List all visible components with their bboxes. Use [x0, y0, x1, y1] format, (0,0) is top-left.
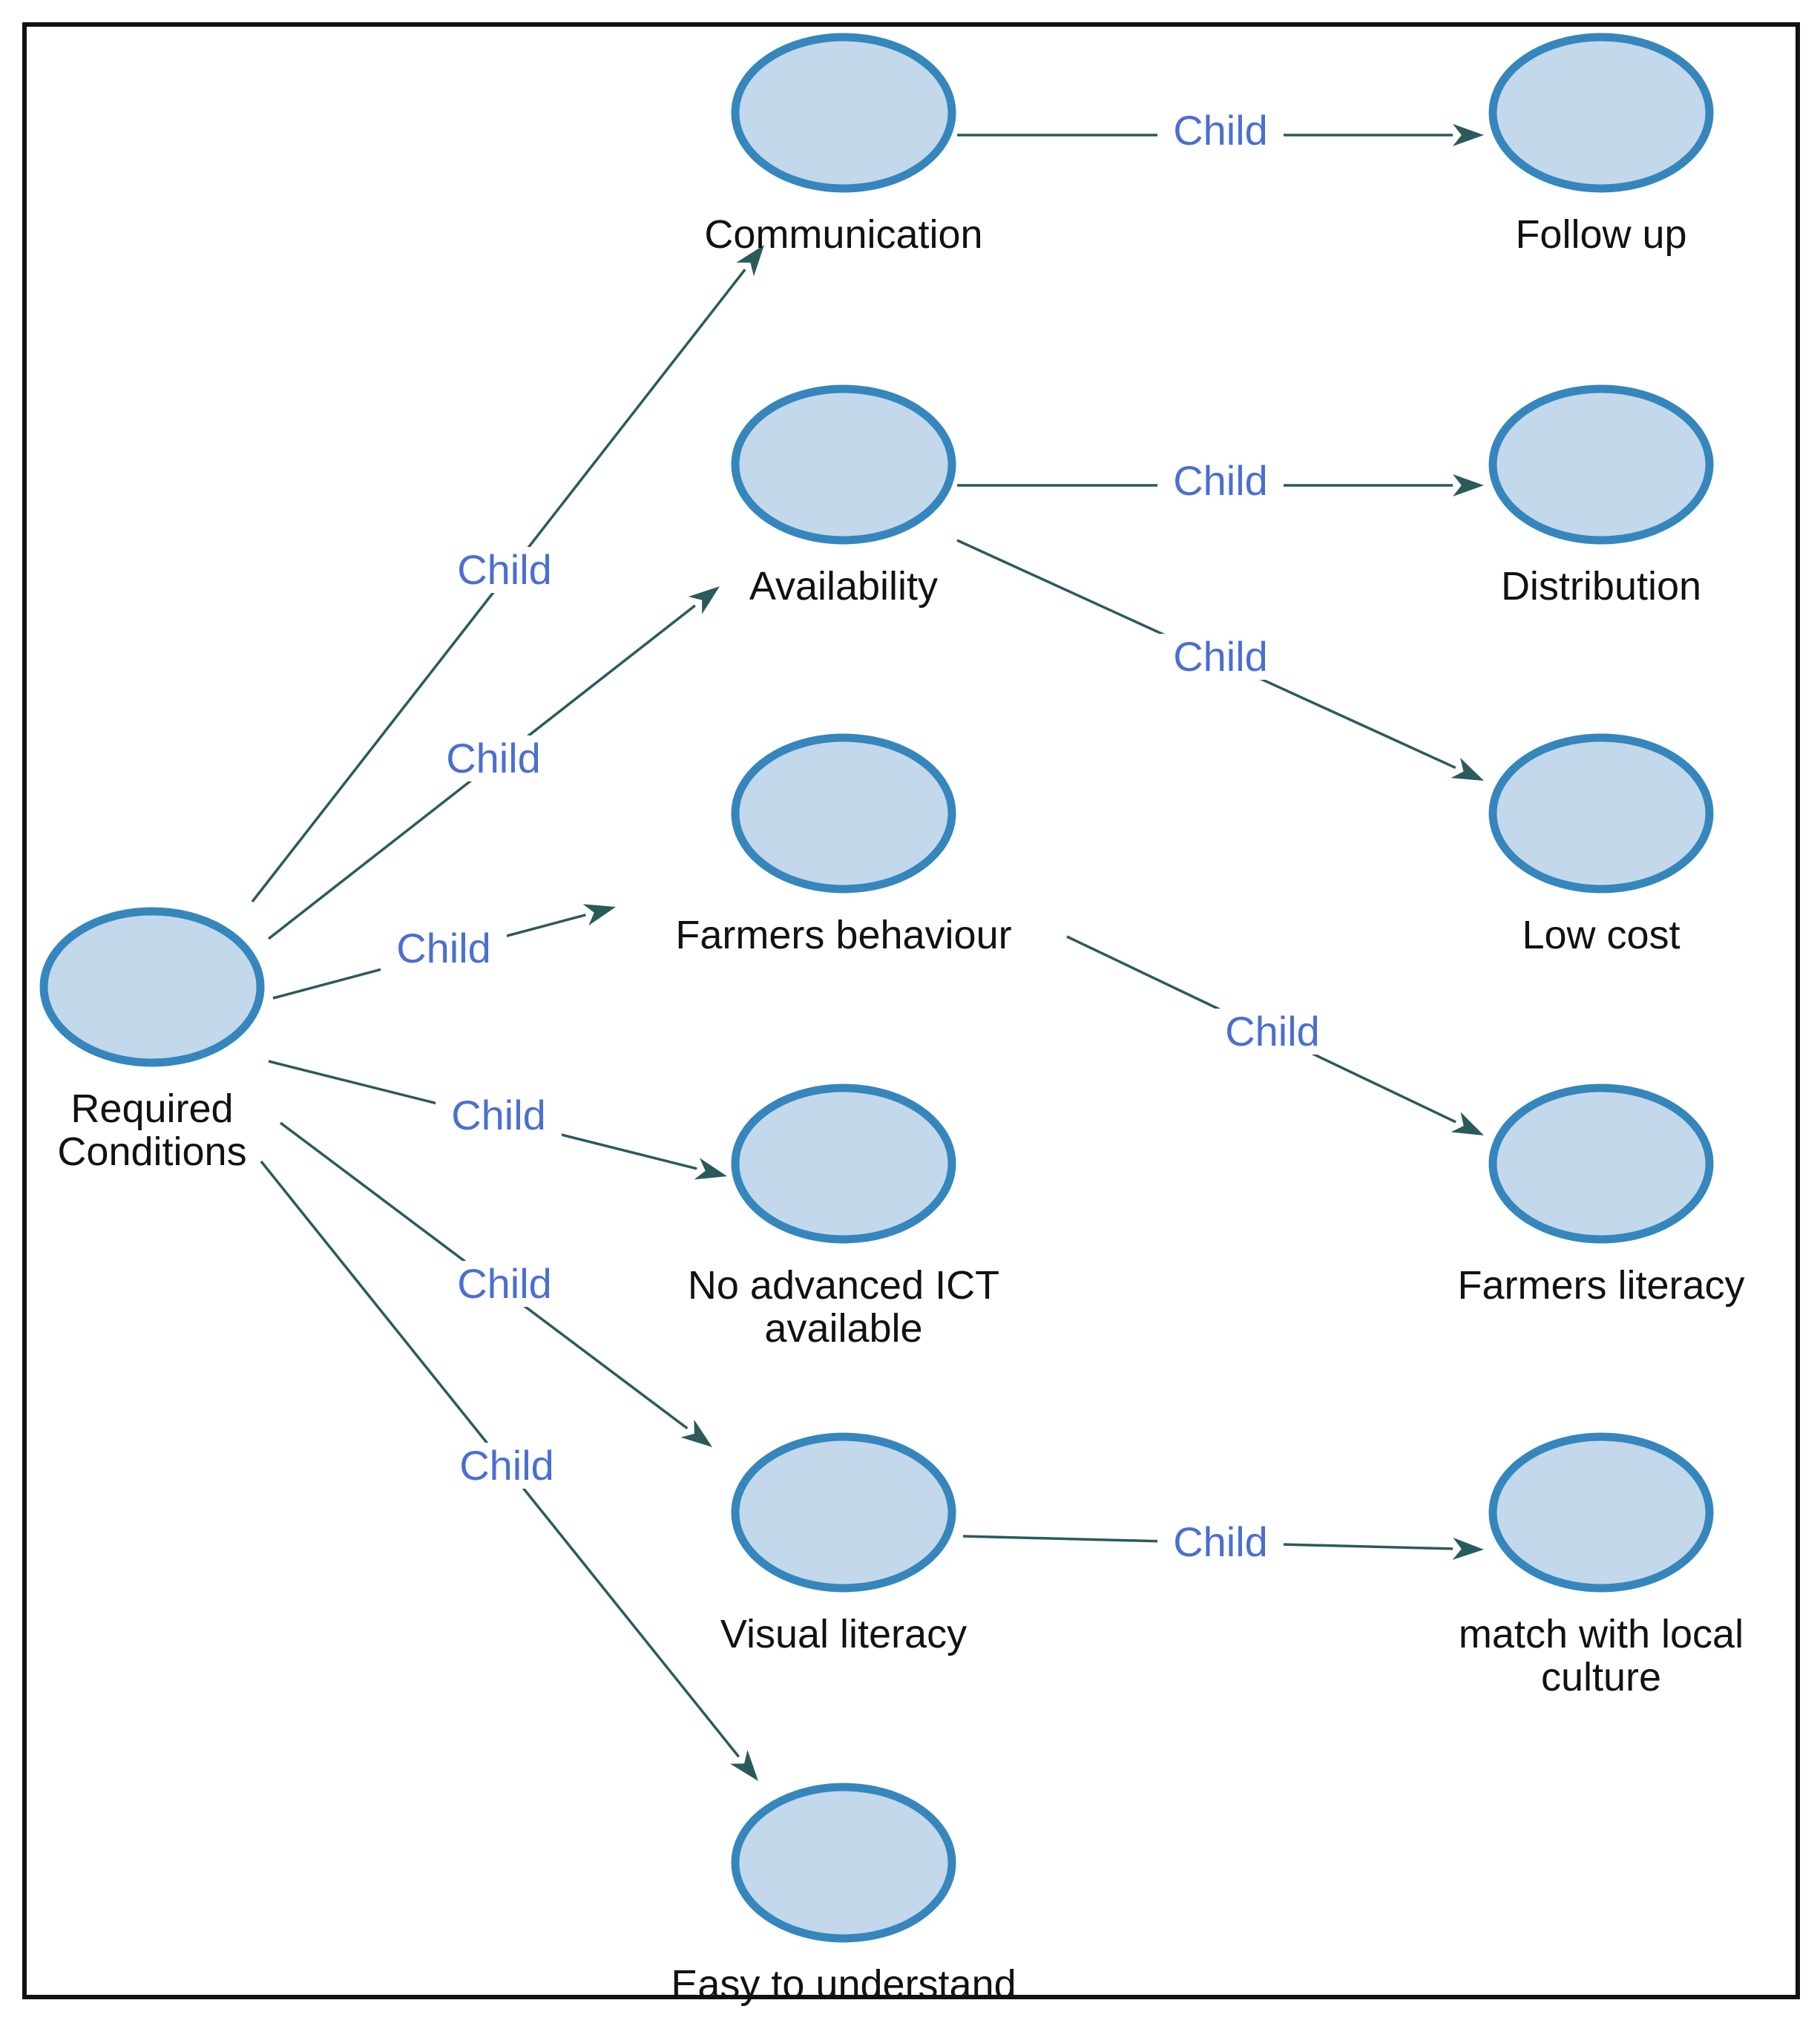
node-label: Communication	[704, 212, 982, 257]
edge-label: Child	[396, 925, 491, 971]
node-label: Distribution	[1501, 564, 1701, 609]
node-visual-literacy[interactable]: Visual literacy	[720, 1432, 967, 1656]
edge-visual_literacy-to-local_culture: Child	[962, 1518, 1484, 1565]
node-communication[interactable]: Communication	[704, 33, 983, 257]
edge-label-background	[441, 1261, 568, 1307]
arrowhead-icon	[730, 1749, 758, 1781]
edge-communication-to-follow_up: Child	[957, 107, 1484, 154]
edge-label: Child	[457, 1260, 552, 1307]
node-label: Required	[70, 1086, 233, 1131]
node-label: Farmers behaviour	[675, 913, 1011, 957]
node-label: match with local	[1459, 1612, 1744, 1656]
edge-label: Child	[1173, 457, 1268, 504]
node-circle[interactable]	[731, 733, 956, 894]
edge-label-background	[1157, 634, 1284, 680]
node-label: Conditions	[57, 1130, 246, 1174]
node-circle[interactable]	[731, 33, 956, 193]
node-circle[interactable]	[1488, 1432, 1714, 1593]
edge-label-background	[1157, 108, 1284, 154]
node-label: Farmers literacy	[1457, 1263, 1744, 1308]
node-label: available	[764, 1306, 922, 1351]
edge-label-background	[381, 925, 507, 971]
diagram-frame	[22, 22, 1800, 1999]
node-low-cost[interactable]: Low cost	[1488, 733, 1714, 957]
edge-availability-to-low_cost: Child	[956, 539, 1484, 781]
edge-label: Child	[451, 1092, 546, 1138]
node-circle[interactable]	[1488, 384, 1714, 545]
edge-label-background	[430, 735, 556, 781]
node-label: Follow up	[1515, 212, 1686, 257]
node-farmers-behaviour[interactable]: Farmers behaviour	[675, 733, 1012, 957]
node-distribution[interactable]: Distribution	[1488, 384, 1714, 609]
arrowhead-icon	[1451, 1112, 1484, 1135]
node-follow-up[interactable]: Follow up	[1488, 33, 1714, 257]
arrowhead-icon	[1453, 124, 1484, 146]
edges-layer: ChildChildChildChildChildChildChildChild…	[251, 107, 1484, 1781]
edge-label-background	[436, 1092, 562, 1138]
edge-label: Child	[1173, 633, 1268, 680]
edge-required-to-no_ict: Child	[268, 1060, 727, 1180]
edge-label: Child	[1225, 1008, 1320, 1055]
edge-required-to-communication: Child	[251, 245, 764, 903]
arrowhead-icon	[694, 1158, 727, 1180]
node-label: Low cost	[1522, 913, 1680, 957]
node-circle[interactable]	[1488, 733, 1714, 894]
node-label: Visual literacy	[720, 1612, 967, 1656]
node-label: Availability	[749, 564, 938, 609]
node-circle[interactable]	[1488, 33, 1714, 193]
node-circle[interactable]	[39, 907, 265, 1067]
node-label: No advanced ICT	[688, 1263, 999, 1308]
edge-required-to-visual_literacy: Child	[279, 1121, 712, 1447]
node-circle[interactable]	[731, 384, 956, 545]
arrowhead-icon	[736, 245, 764, 277]
edge-required-to-easy: Child	[260, 1160, 758, 1781]
edge-label-background	[1209, 1009, 1336, 1055]
node-circle[interactable]	[731, 1432, 956, 1593]
node-availability[interactable]: Availability	[731, 384, 956, 609]
arrowhead-icon	[688, 586, 720, 614]
node-circle[interactable]	[731, 1783, 956, 1943]
edge-label: Child	[446, 735, 541, 781]
edge-label: Child	[1173, 1518, 1268, 1565]
edge-label-background	[444, 1443, 570, 1489]
edge-label: Child	[457, 546, 552, 593]
edge-label-background	[1157, 1519, 1284, 1565]
arrowhead-icon	[1452, 1537, 1484, 1560]
edge-required-to-availability: Child	[267, 586, 720, 940]
node-label: Easy to understand	[671, 1962, 1016, 2007]
arrowhead-icon	[1453, 474, 1484, 496]
edge-farmers_behaviour-to-farmers_literacy: Child	[1066, 935, 1484, 1135]
node-label: culture	[1541, 1655, 1661, 1699]
edge-required-to-farmers_behaviour: Child	[272, 904, 616, 1000]
edge-label-background	[441, 547, 568, 593]
node-easy[interactable]: Easy to understand	[671, 1783, 1016, 2007]
edge-label: Child	[459, 1442, 554, 1489]
node-circle[interactable]	[731, 1084, 956, 1244]
node-circle[interactable]	[1488, 1084, 1714, 1244]
arrowhead-icon	[680, 1419, 712, 1447]
arrowhead-icon	[1451, 757, 1484, 781]
arrowhead-icon	[582, 904, 616, 926]
edge-label: Child	[1173, 107, 1268, 154]
edge-label-background	[1157, 458, 1284, 504]
node-farmers-literacy[interactable]: Farmers literacy	[1457, 1084, 1745, 1308]
edge-availability-to-distribution: Child	[957, 457, 1484, 504]
